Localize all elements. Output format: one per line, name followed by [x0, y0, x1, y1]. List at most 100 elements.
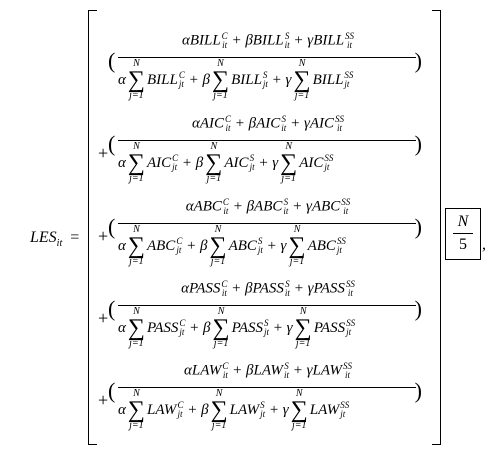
sigma-icon: ∑	[211, 67, 230, 93]
summation-icon: N∑j=1	[128, 307, 145, 349]
sum-lower: j=1	[213, 90, 228, 101]
variable-name: BILL	[312, 71, 344, 88]
superscript: S	[262, 70, 268, 80]
sigma-icon: ∑	[288, 233, 306, 259]
variable-name: LAW	[253, 362, 283, 379]
weight-symbol: α	[118, 401, 126, 418]
weight-symbol: γ	[303, 115, 310, 132]
weight-symbol: γ	[307, 32, 314, 49]
variable-name: BILL	[189, 32, 221, 49]
subscript: it	[222, 370, 228, 380]
weight-symbol: β	[248, 115, 257, 132]
sum-upper: N	[133, 388, 140, 399]
subscript: jt	[264, 327, 270, 337]
summation-icon: N∑j=1	[209, 225, 226, 267]
subscript: it	[223, 206, 229, 216]
plus-sign: +	[183, 401, 202, 418]
variable-name: AIC	[199, 115, 224, 132]
superscript: SS	[340, 400, 350, 410]
sigma-icon: ∑	[209, 233, 227, 259]
variable-name: PASS	[313, 280, 345, 297]
equals-sign: =	[70, 229, 80, 246]
superscript: S	[284, 31, 290, 41]
plus-sign: +	[182, 237, 200, 254]
weight-symbol: γ	[282, 401, 289, 418]
summation-icon: N∑j=1	[291, 389, 308, 431]
sigma-icon: ∑	[210, 397, 228, 423]
variable-name: BILL	[252, 32, 284, 49]
plus-sign: +	[265, 401, 283, 418]
sigma-icon: ∑	[127, 397, 145, 423]
subscript: it	[344, 370, 350, 380]
subscript: it	[347, 288, 353, 298]
superscript: C	[225, 114, 232, 124]
subscript: it	[284, 288, 290, 298]
plus-sign: +	[286, 115, 304, 132]
subscript: jt	[179, 327, 185, 337]
fraction-bar	[118, 387, 416, 388]
sum-upper: N	[133, 306, 140, 317]
sum-upper: N	[295, 388, 303, 399]
sum-lower: j=1	[291, 420, 307, 431]
sum-lower: j=1	[289, 256, 305, 267]
variable-name: AIC	[309, 115, 335, 132]
weight-symbol: α	[118, 237, 126, 254]
weight-symbol: β	[195, 154, 204, 171]
sum-upper: N	[210, 141, 218, 152]
weight-symbol: γ	[286, 319, 293, 336]
weight-symbol: α	[181, 32, 190, 49]
summation-icon: N∑j=1	[212, 59, 229, 101]
plus-sign: +	[228, 198, 247, 215]
subscript: jt	[340, 409, 346, 419]
superscript: SS	[341, 197, 351, 207]
weight-symbol: γ	[306, 198, 312, 215]
superscript: S	[285, 279, 290, 289]
sum-lower: j=1	[129, 256, 144, 267]
superscript: C	[222, 197, 229, 207]
superscript: SS	[335, 114, 345, 124]
fraction-bar	[118, 140, 416, 141]
right-paren: )	[414, 214, 422, 239]
superscript: C	[178, 70, 185, 80]
superscript: S	[284, 361, 289, 371]
plus-sign: +	[269, 319, 287, 336]
superscript: S	[283, 197, 289, 207]
sum-lower: j=1	[211, 420, 227, 431]
variable-name: AIC	[256, 115, 281, 132]
superscript: SS	[324, 153, 334, 163]
sigma-icon: ∑	[127, 315, 145, 341]
plus-sign: +	[227, 32, 246, 49]
weight-symbol: γ	[285, 71, 292, 88]
summation-icon: N∑j=1	[213, 307, 230, 349]
variable-name: BILL	[313, 32, 345, 49]
plus-sign: +	[288, 362, 307, 379]
variable-name: BILL	[146, 71, 178, 88]
weight-symbol: β	[246, 198, 255, 215]
subscript: jt	[260, 409, 266, 419]
superscript: S	[281, 114, 287, 124]
weight-symbol: γ	[272, 154, 279, 171]
variable-name: AIC	[224, 154, 249, 171]
variable-name: LAW	[229, 401, 260, 418]
subscript: jt	[176, 245, 182, 255]
subscript: it	[284, 40, 290, 50]
summation-icon: N∑j=1	[288, 225, 305, 267]
plus-sign: +	[178, 154, 196, 171]
summation-icon: N∑j=1	[211, 389, 228, 431]
sum-upper: N	[285, 141, 293, 152]
